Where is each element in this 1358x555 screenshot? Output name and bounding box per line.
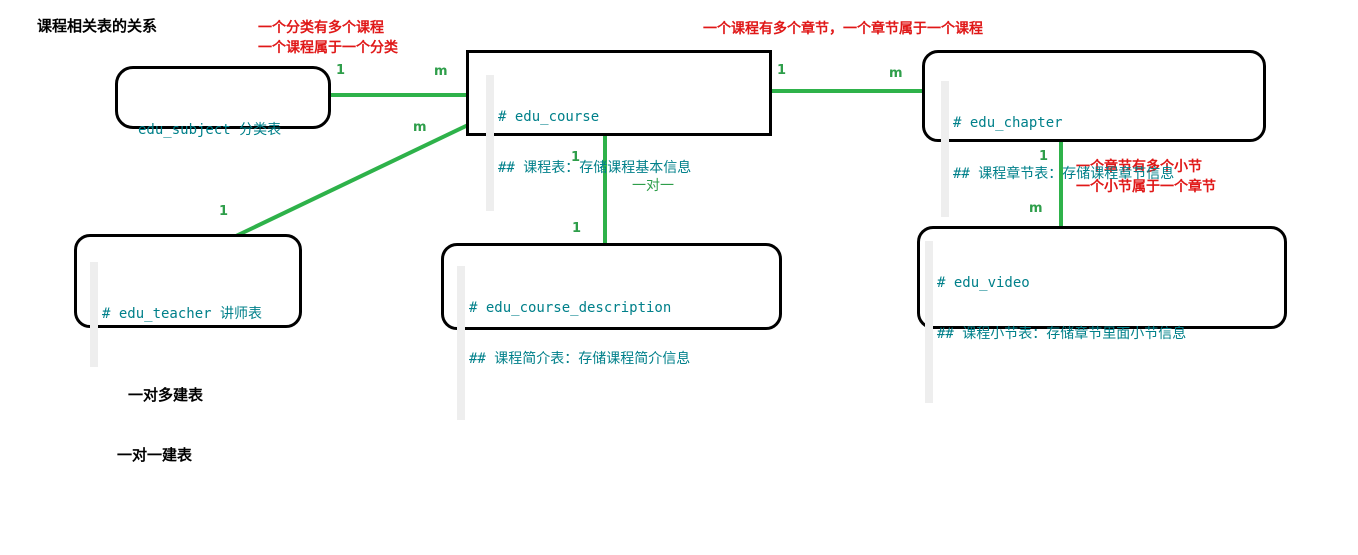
card-chapter-side-video: 1 — [1039, 149, 1049, 164]
card-desc-side: 1 — [572, 221, 582, 236]
chapter-line2: ## 课程章节表：存储课程章节信息 — [953, 166, 1175, 182]
note-subject-course-line1: 一个分类有多个课程 — [258, 20, 384, 36]
table-edu-video: # edu_video ## 课程小节表：存储章节里面小节信息 — [917, 226, 1287, 403]
page-title: 课程相关表的关系 — [37, 17, 158, 35]
note-subject-course: 一个分类有多个课程 一个课程属于一个分类 — [258, 18, 398, 58]
table-edu-teacher: # edu_teacher 讲师表 — [74, 234, 302, 367]
note-chapter-video: 一个章节有多个小节 一个小节属于一个章节 — [1076, 157, 1216, 197]
card-teacher-side: 1 — [219, 204, 229, 219]
card-course-side-subject: m — [434, 64, 448, 79]
card-chapter-side-course: m — [889, 66, 903, 81]
note-course-chapter: 一个课程有多个章节，一个章节属于一个课程 — [703, 21, 983, 37]
table-edu-chapter-label: # edu_chapter ## 课程章节表：存储课程章节信息 — [941, 81, 1174, 217]
card-course-side-teacher: m — [413, 120, 427, 135]
footer-one-to-one: 一对一建表 — [117, 446, 193, 464]
video-line1: # edu_video — [937, 275, 1030, 291]
note-one-to-one: 一对一 — [632, 178, 674, 194]
footer-one-to-many: 一对多建表 — [128, 386, 204, 404]
video-line2: ## 课程小节表：存储章节里面小节信息 — [937, 326, 1187, 342]
table-edu-course: # edu_course ## 课程表：存储课程基本信息 — [466, 50, 772, 211]
card-subject-side: 1 — [336, 63, 346, 78]
table-edu-course-description-label: # edu_course_description ## 课程简介表：存储课程简介… — [457, 266, 690, 420]
description-line2: ## 课程简介表：存储课程简介信息 — [469, 351, 691, 367]
table-edu-course-label: # edu_course ## 课程表：存储课程基本信息 — [486, 75, 691, 211]
table-edu-teacher-label: # edu_teacher 讲师表 — [90, 262, 262, 367]
card-course-side-chapter: 1 — [777, 63, 787, 78]
table-edu-video-label: # edu_video ## 课程小节表：存储章节里面小节信息 — [925, 241, 1186, 403]
teacher-line1: # edu_teacher 讲师表 — [102, 306, 263, 322]
description-line1: # edu_course_description — [469, 300, 672, 316]
table-edu-subject: edu_subject 分类表 — [115, 66, 331, 138]
course-line2: ## 课程表：存储课程基本信息 — [498, 160, 692, 176]
line-course-teacher — [235, 123, 469, 238]
note-chapter-video-line1: 一个章节有多个小节 — [1076, 159, 1202, 175]
card-course-side-desc: 1 — [571, 150, 581, 165]
table-edu-course-description: # edu_course_description ## 课程简介表：存储课程简介… — [441, 243, 782, 420]
note-chapter-video-line2: 一个小节属于一个章节 — [1076, 179, 1216, 195]
card-video-side: m — [1029, 201, 1043, 216]
chapter-line1: # edu_chapter — [953, 115, 1063, 131]
course-line1: # edu_course — [498, 109, 600, 125]
subject-line1: edu_subject 分类表 — [138, 122, 282, 138]
table-edu-chapter: # edu_chapter ## 课程章节表：存储课程章节信息 — [922, 50, 1266, 217]
table-edu-subject-label: edu_subject 分类表 — [138, 88, 281, 173]
note-subject-course-line2: 一个课程属于一个分类 — [258, 40, 398, 56]
